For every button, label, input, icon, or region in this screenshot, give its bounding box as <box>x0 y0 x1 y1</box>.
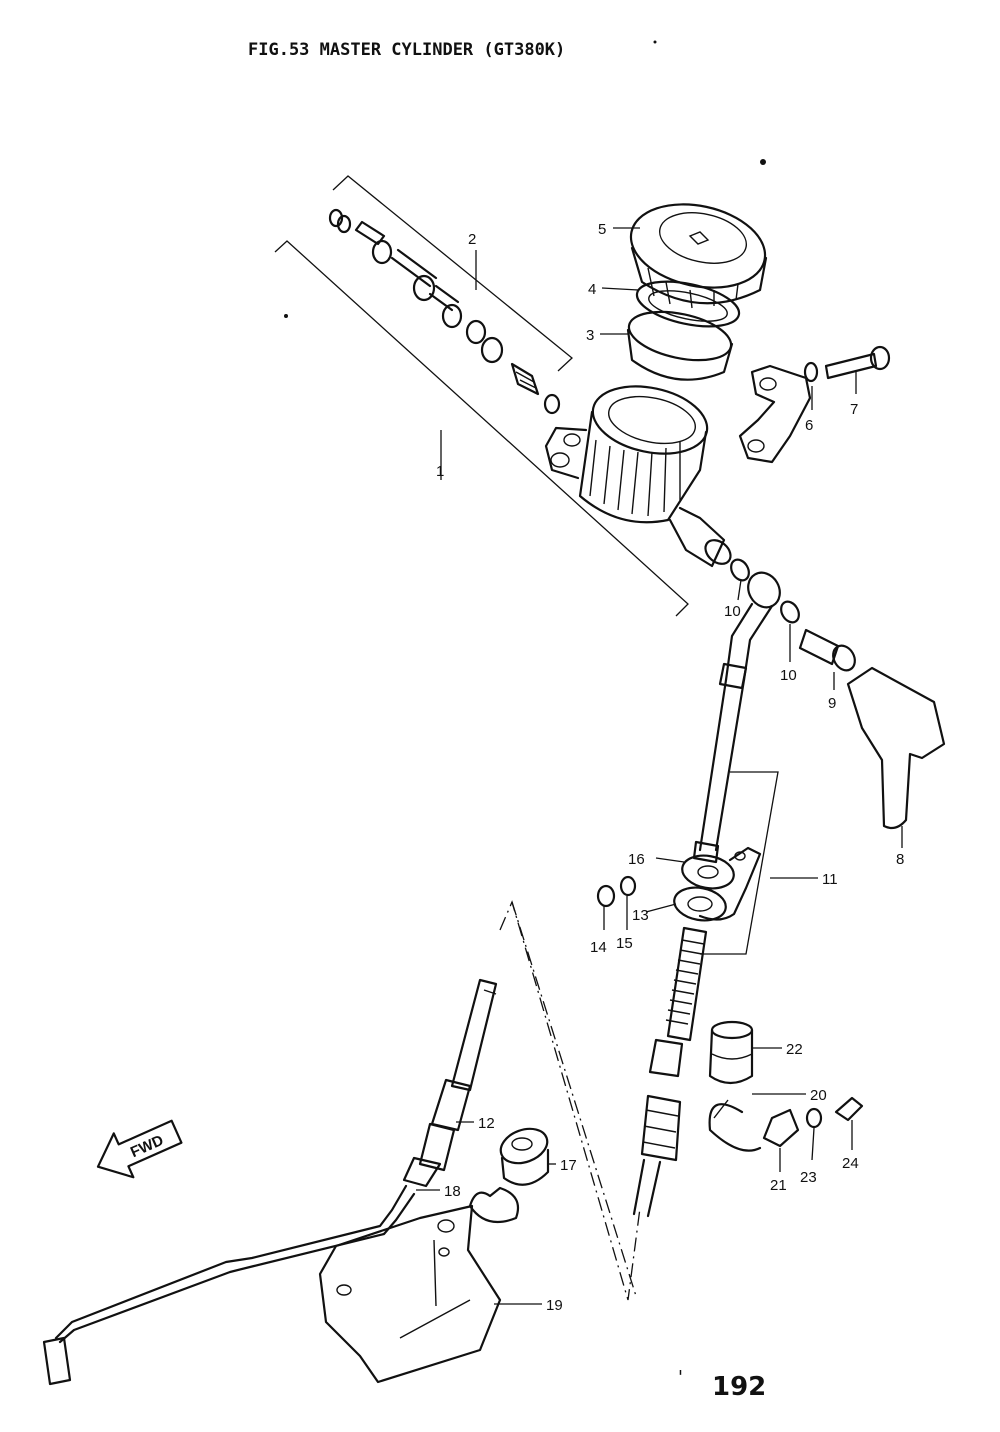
page-number: 192 <box>712 1372 767 1402</box>
callout-24: 24 <box>842 1155 859 1172</box>
brake-hose <box>692 662 748 864</box>
callout-19: 19 <box>546 1297 563 1314</box>
grommet <box>708 1020 754 1085</box>
lower-brake-line <box>42 978 498 1386</box>
page-mark: ' <box>678 1367 683 1388</box>
callout-13: 13 <box>632 907 649 924</box>
figure-title: FIG.53 MASTER CYLINDER (GT380K) <box>248 40 566 60</box>
master-cylinder-body <box>544 385 732 568</box>
callout-10a: 10 <box>724 603 741 620</box>
callout-6: 6 <box>805 417 813 434</box>
callout-1: 1 <box>436 463 444 480</box>
piston-kit-parts <box>328 208 561 415</box>
callout-leaders <box>416 227 903 1305</box>
bracket-2 <box>332 175 573 372</box>
bracket-11 <box>700 771 779 955</box>
callout-10b: 10 <box>780 667 797 684</box>
callout-8: 8 <box>896 851 904 868</box>
callout-3: 3 <box>586 327 594 344</box>
diaphragm-and-plate <box>626 280 741 381</box>
callout-16: 16 <box>628 851 645 868</box>
callout-21: 21 <box>770 1177 787 1194</box>
fwd-arrow: FWD <box>96 1119 183 1179</box>
callout-22: 22 <box>786 1041 803 1058</box>
routing-lines <box>499 900 641 1301</box>
handlebar-clamp <box>738 345 891 464</box>
stray-dot <box>760 159 766 165</box>
callout-23: 23 <box>800 1169 817 1186</box>
callout-11: 11 <box>822 871 838 888</box>
callout-18: 18 <box>444 1183 461 1200</box>
callout-17: 17 <box>560 1157 577 1174</box>
banjo-fitting <box>724 558 856 682</box>
callout-14: 14 <box>590 939 607 956</box>
rubber-boot <box>846 666 946 830</box>
callout-20: 20 <box>810 1087 827 1104</box>
clip-and-holder <box>708 1096 864 1152</box>
callout-5: 5 <box>598 221 606 238</box>
callout-numbers: 2 1 5 4 3 6 7 10 10 9 8 11 16 13 14 15 2… <box>436 221 904 1314</box>
callout-12: 12 <box>478 1115 495 1132</box>
reservoir-cap <box>629 203 768 309</box>
mounting-bracket <box>318 1186 520 1384</box>
hose-union <box>596 846 762 922</box>
callout-2: 2 <box>468 231 476 248</box>
callout-15: 15 <box>616 935 633 952</box>
stray-dot <box>653 40 657 44</box>
brake-light-switch <box>632 926 708 1218</box>
bracket-1 <box>274 240 689 617</box>
callout-7: 7 <box>850 401 858 418</box>
grommet-17 <box>499 1127 550 1186</box>
stray-dot <box>284 314 288 318</box>
callout-9: 9 <box>828 695 836 712</box>
callout-4: 4 <box>588 281 596 298</box>
